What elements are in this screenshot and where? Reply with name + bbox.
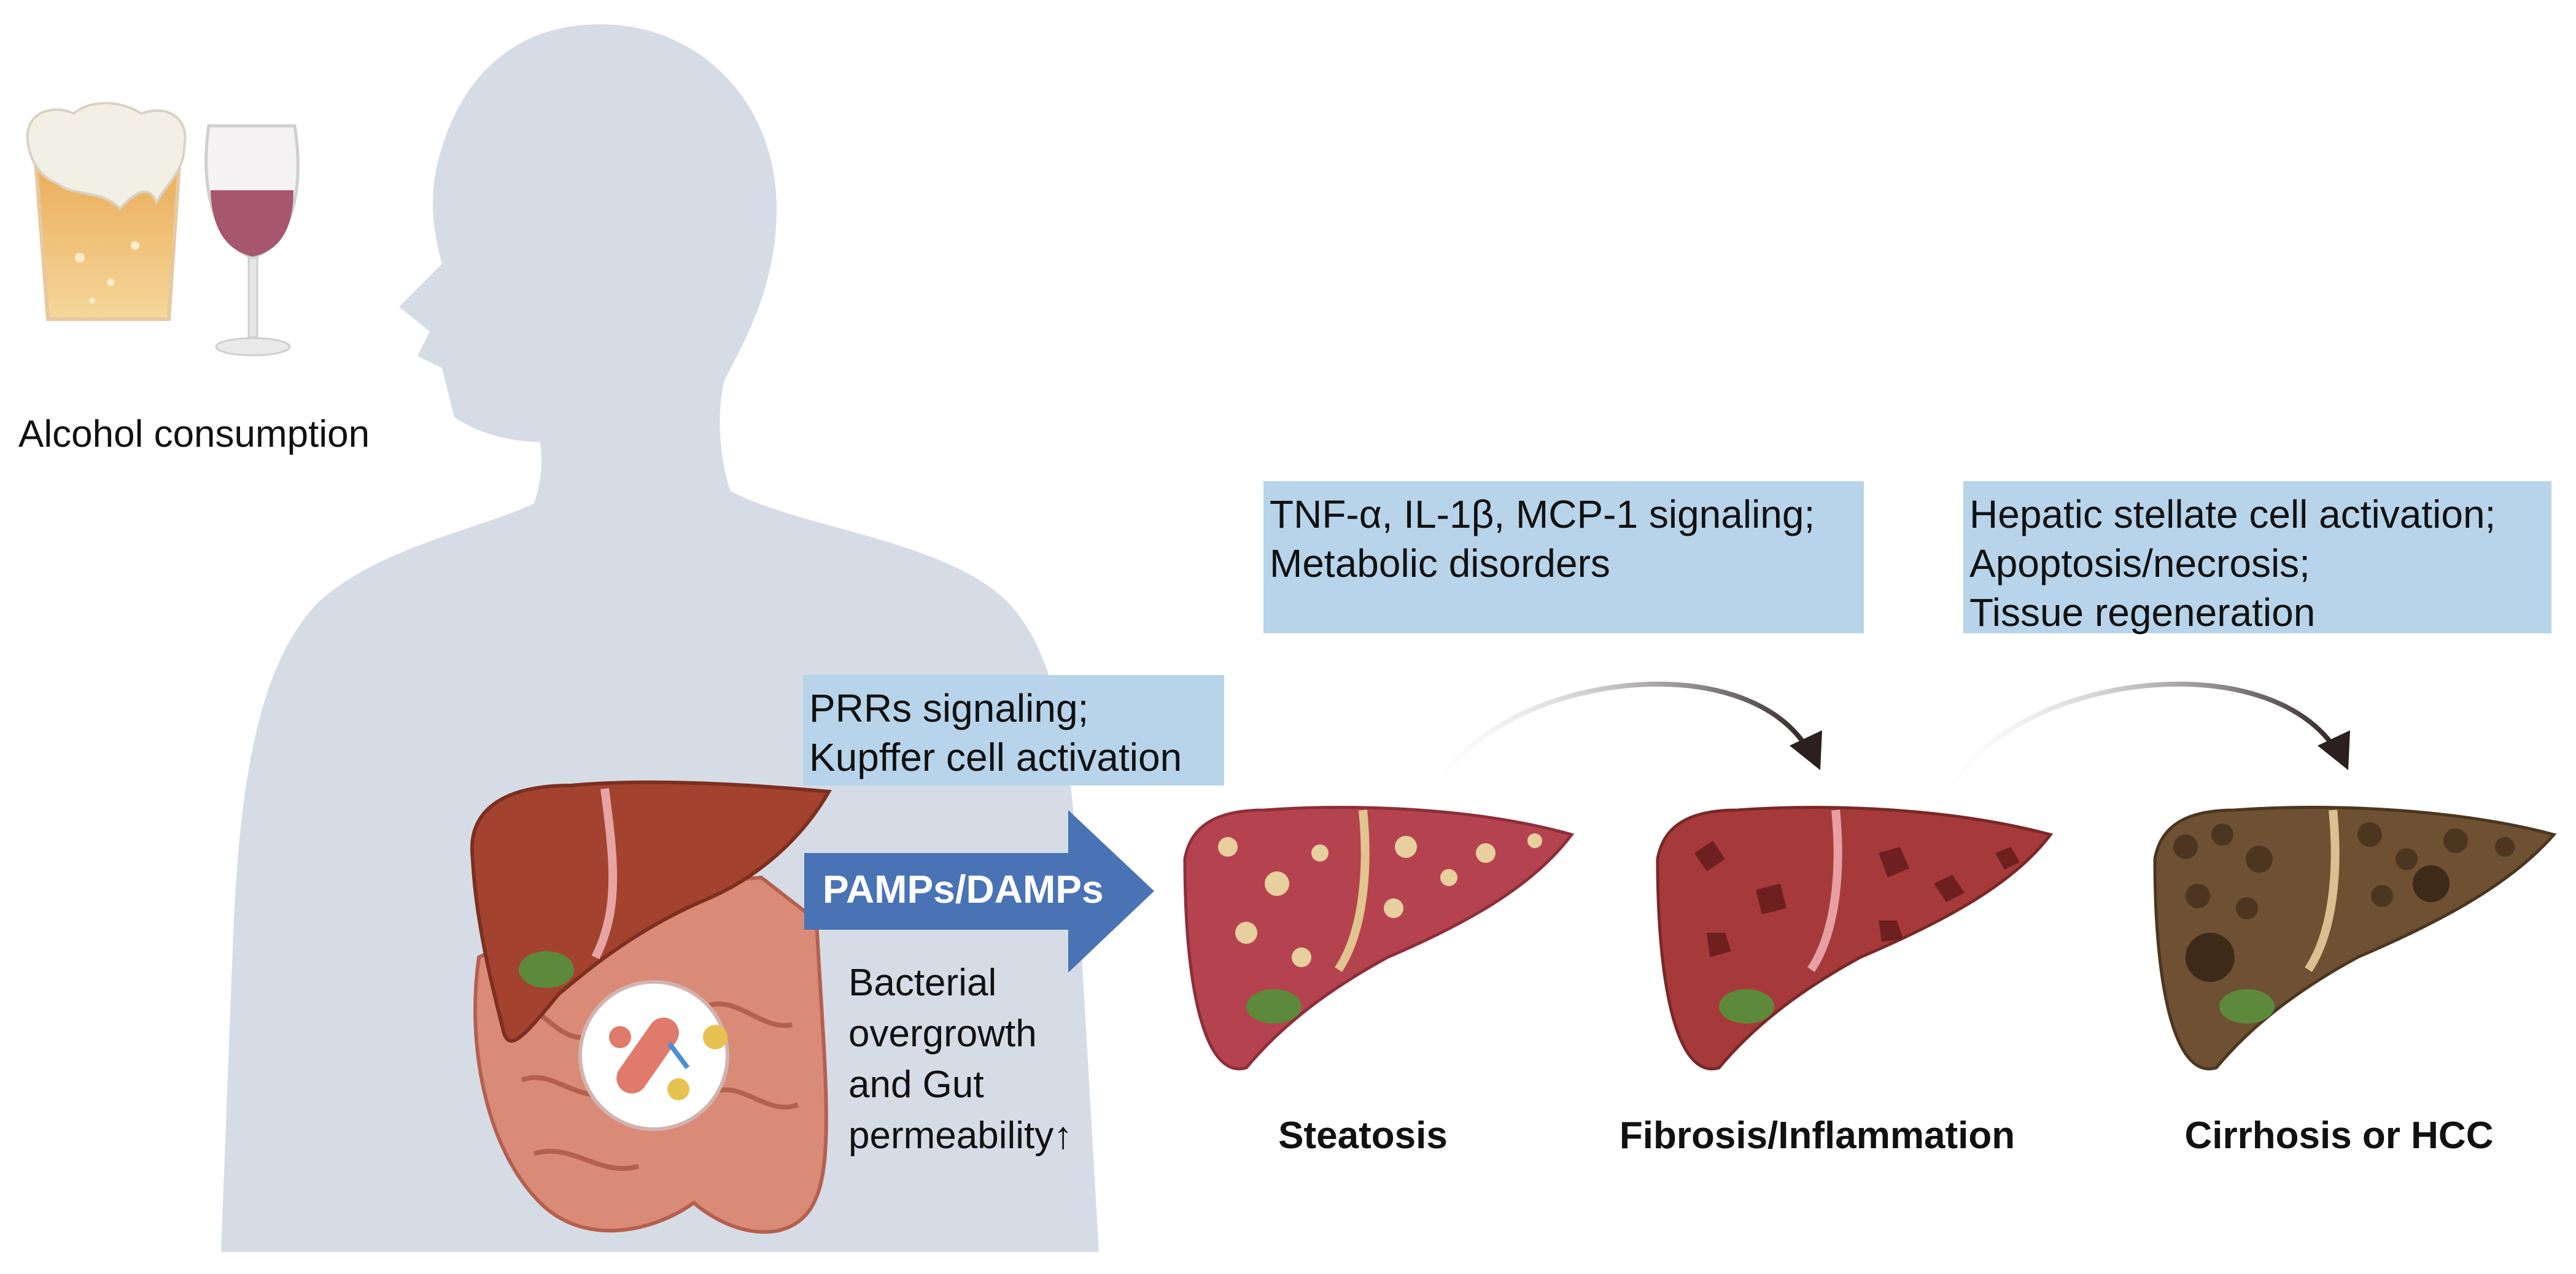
progression-arrow-2 <box>1944 681 2350 799</box>
human-silhouette <box>221 24 1099 1253</box>
pamps-damps-arrow <box>804 810 1154 973</box>
fibrosis-liver <box>1656 806 2054 1071</box>
liver-gut-illustration <box>470 780 832 1234</box>
gut-description-line-2: overgrowth <box>848 1013 1037 1055</box>
stellate-note-line-2: Apoptosis/necrosis; <box>1969 541 2310 585</box>
stellate-note: Hepatic stellate cell activation; Apopto… <box>1963 481 2551 635</box>
prr-note-line-2: Kupffer cell activation <box>809 735 1182 779</box>
pamps-damps-label: PAMPs/DAMPs <box>823 867 1104 911</box>
cytokine-note: TNF-α, IL-1β, MCP-1 signaling; Metabolic… <box>1263 481 1864 633</box>
steatosis-liver <box>1183 806 1575 1071</box>
gut-description: Bacterial overgrowth and Gut permeabilit… <box>848 957 1073 1161</box>
prr-note: PRRs signaling; Kupffer cell activation <box>803 675 1224 786</box>
gut-description-line-4: permeability↑ <box>848 1114 1073 1157</box>
beer-glass-icon <box>26 102 187 321</box>
stage-steatosis-label: Steatosis <box>1278 1114 1448 1157</box>
gut-description-line-1: Bacterial <box>848 962 997 1004</box>
stellate-note-line-1: Hepatic stellate cell activation; <box>1969 492 2496 536</box>
cytokine-note-line-1: TNF-α, IL-1β, MCP-1 signaling; <box>1270 492 1815 536</box>
progression-arrow-1 <box>1428 681 1822 799</box>
cirrhosis-liver <box>2153 806 2557 1071</box>
prr-note-line-1: PRRs signaling; <box>809 686 1089 730</box>
cytokine-note-line-2: Metabolic disorders <box>1270 541 1610 585</box>
stellate-note-line-3: Tissue regeneration <box>1969 590 2316 635</box>
wine-glass-icon <box>204 124 300 357</box>
alcohol-consumption-label: Alcohol consumption <box>18 413 370 455</box>
stage-cirrhosis-label: Cirrhosis or HCC <box>2184 1114 2494 1157</box>
stage-fibrosis-label: Fibrosis/Inflammation <box>1619 1114 2015 1157</box>
gut-description-line-3: and Gut <box>848 1064 984 1106</box>
